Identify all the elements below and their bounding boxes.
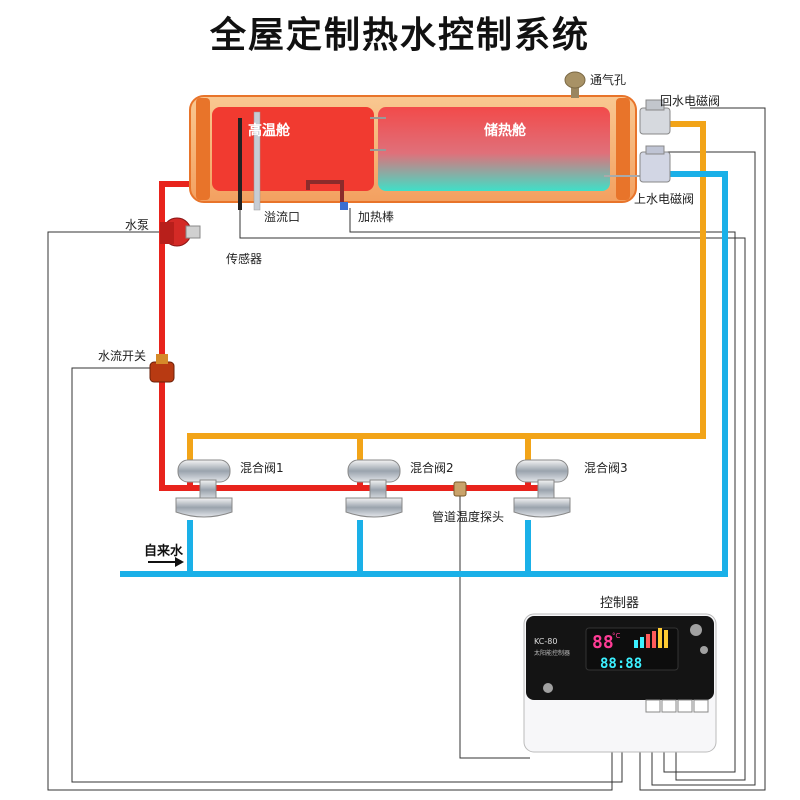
- overflow-pipe: [253, 111, 261, 211]
- return-valve-label: 回水电磁阀: [660, 94, 721, 108]
- hot-pipes: [159, 181, 540, 491]
- pipe-probe-icon: [453, 481, 467, 497]
- supply-valve-label: 上水电磁阀: [634, 192, 695, 206]
- sensor-label: 传感器: [226, 252, 263, 266]
- controller-model: KC-80: [534, 637, 557, 646]
- pump-label: 水泵: [125, 218, 150, 232]
- flow-switch-label: 水流开关: [98, 349, 147, 363]
- flow-switch-icon: [149, 354, 175, 383]
- water-tank: [189, 95, 640, 211]
- mixer-valve-1-icon: [175, 459, 233, 518]
- overflow-label: 溢流口: [264, 210, 301, 224]
- mixer-2-label: 混合阀2: [410, 461, 454, 475]
- flower-decoration: [543, 624, 708, 693]
- display-temp: 88: [592, 632, 614, 653]
- page-title: 全屋定制热水控制系统: [209, 15, 590, 56]
- vent-label: 通气孔: [590, 73, 627, 87]
- wire-probe: [459, 492, 530, 759]
- tap-water-arrow-icon: [148, 557, 184, 567]
- hot-chamber: [212, 107, 374, 191]
- mixer-valve-2-icon: [345, 459, 403, 518]
- control-wires: [47, 107, 766, 791]
- controller-name: 太阳能控制器: [534, 649, 570, 657]
- mixer-1-label: 混合阀1: [240, 461, 284, 475]
- hot-chamber-label: 高温舱: [248, 123, 290, 139]
- wire-flow-switch: [71, 367, 623, 783]
- wire-return-valve: [639, 107, 766, 791]
- controller-device: 88 °C 88:88 KC-80 太阳能控制器: [523, 613, 717, 753]
- wire-pump: [47, 231, 613, 791]
- heater-rod: [306, 180, 344, 204]
- tap-water-label: 自来水: [144, 544, 184, 559]
- storage-chamber-label: 储热舱: [484, 123, 526, 139]
- wire-sensor: [239, 208, 746, 781]
- wire-heater: [349, 208, 736, 773]
- controller-label: 控制器: [600, 596, 640, 611]
- sensor-probe: [238, 118, 242, 210]
- return-valve-icon: [639, 99, 671, 135]
- storage-chamber: [378, 107, 610, 191]
- pump-icon: [160, 217, 201, 247]
- display-bars: [634, 628, 668, 648]
- cold-pipes: [120, 171, 728, 577]
- supply-valve-icon: [639, 145, 671, 183]
- svg-text:°C: °C: [612, 632, 621, 640]
- pipe-probe-label: 管道温度探头: [432, 510, 505, 524]
- heater-label: 加热棒: [358, 210, 395, 224]
- display-time: 88:88: [600, 656, 642, 672]
- mixer-valve-3-icon: [513, 459, 571, 518]
- mixer-3-label: 混合阀3: [584, 461, 628, 475]
- wire-supply-valve: [651, 151, 756, 786]
- vent-icon: [564, 71, 586, 98]
